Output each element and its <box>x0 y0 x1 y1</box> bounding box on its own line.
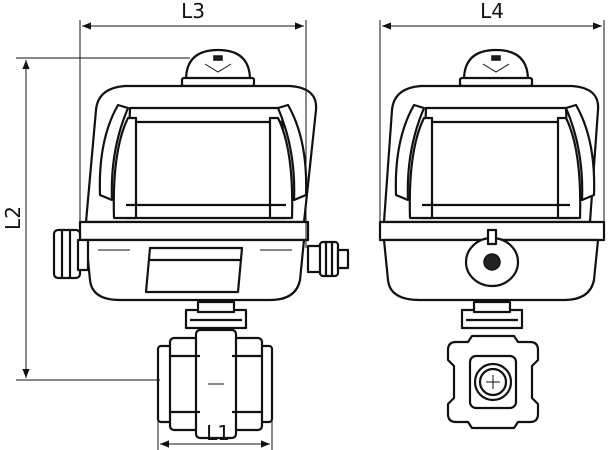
actuator-housing <box>84 84 318 224</box>
mounting-bracket <box>184 300 248 330</box>
side-view <box>378 48 606 430</box>
side-mounting-bracket <box>460 300 524 330</box>
ball-valve-side <box>446 334 540 430</box>
ball-valve-front <box>156 328 274 440</box>
dimension-label-L4: L4 <box>480 0 504 23</box>
dimension-L4: L4 <box>379 0 605 230</box>
left-cable-gland <box>52 228 90 280</box>
right-cable-gland <box>306 240 350 278</box>
dimension-L3: L3 <box>79 0 307 248</box>
front-view <box>52 48 350 440</box>
dimension-label-L1: L1 <box>206 421 230 445</box>
dimension-label-L2: L2 <box>1 206 25 230</box>
position-indicator-knob <box>180 48 256 88</box>
side-position-indicator-knob <box>458 48 534 88</box>
side-actuator-housing <box>382 84 600 224</box>
dimension-L2: L2 <box>1 57 190 381</box>
dimension-label-L3: L3 <box>181 0 205 23</box>
side-actuator-base <box>378 220 606 302</box>
dimension-L1: L1 <box>157 420 273 450</box>
actuator-base <box>78 220 310 302</box>
